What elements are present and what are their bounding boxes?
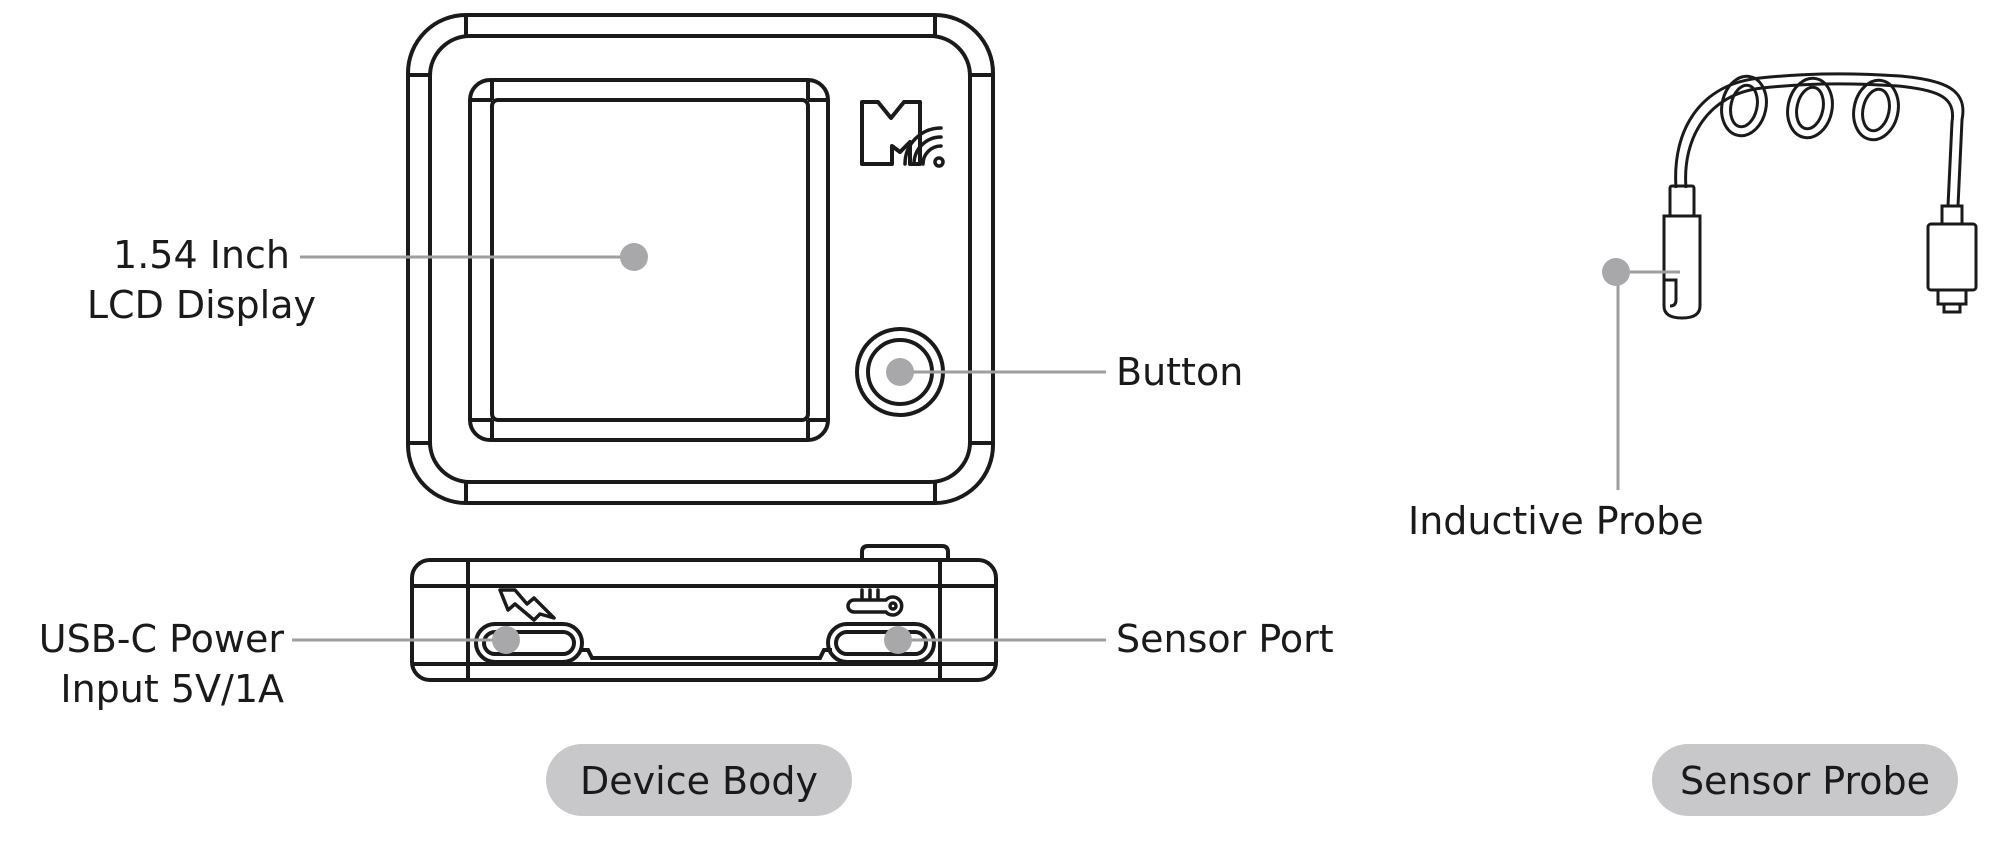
probe-head [1662,184,1702,320]
thermometer-icon [846,588,904,617]
button-dot [886,358,914,386]
m-logo-icon [860,100,922,166]
lcd-label-line1: 1.54 Inch [113,233,290,277]
device-inner-bezel [428,34,972,484]
side-channel [580,648,832,660]
sensor-probe-pill: Sensor Probe [1652,744,1958,816]
connector-body [1926,222,1978,292]
sensor-port[interactable] [826,622,936,664]
inductive-probe-label: Inductive Probe [1408,499,1704,543]
usb-dot [492,626,520,654]
sensor-port-inner [834,630,928,656]
lcd-screen [490,98,810,422]
cable-coil [1786,76,1834,140]
wireless-signal-icon [903,126,945,168]
probe-tip [1662,214,1702,320]
cable-coil [1852,78,1900,142]
device-side [410,544,998,682]
usb-connector [1926,204,1978,314]
usb-label-line1: USB-C Power [39,617,285,661]
sensor-probe-pill-label: Sensor Probe [1680,759,1930,803]
lcd-dot [620,243,648,271]
usb-c-port-inner [482,630,576,656]
callout-dots [492,243,1630,654]
cable-coil [1720,74,1768,138]
device-front [406,13,995,505]
usb-label-line2: Input 5V/1A [60,667,284,711]
leader-lines [292,255,1680,642]
lcd-screen-frame [468,78,830,442]
sensor-dot [884,626,912,654]
brand-logo [860,100,945,168]
device-body-pill-label: Device Body [580,759,818,803]
sensor-probe-cable [1674,72,1965,207]
device-body-pill: Device Body [546,744,852,816]
sensor-port-label: Sensor Port [1116,617,1334,661]
button-label: Button [1116,350,1243,394]
probe-dot [1602,258,1630,286]
side-top-tab [860,544,950,560]
lcd-label-line2: LCD Display [87,283,316,327]
usb-c-port[interactable] [474,622,584,664]
lightning-bolt-icon [498,588,556,622]
device-outer-shell [406,13,995,505]
side-outer-shell [410,558,998,682]
probe-collar [1668,184,1696,218]
